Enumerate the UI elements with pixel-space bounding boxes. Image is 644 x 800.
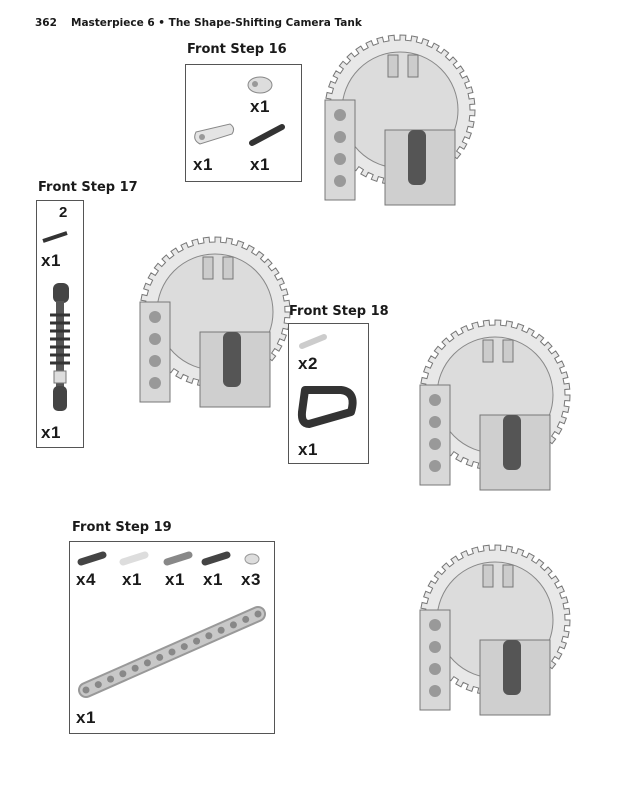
axle-length-label: 2 [59, 204, 68, 221]
part-qty: x4 [76, 570, 96, 589]
part-qty: x1 [298, 440, 318, 459]
part-qty: x2 [298, 354, 318, 373]
step-17-title: Front Step 17 [38, 180, 138, 195]
step-17-assembly-illustration [139, 236, 291, 408]
axle-part-icon [42, 231, 68, 243]
bushing-part-icon [244, 553, 260, 565]
frame-hole [334, 131, 346, 143]
frame-hole [334, 109, 346, 121]
frame-hole [334, 175, 346, 187]
pin-part-icon [119, 551, 149, 566]
page-number: 362 [35, 17, 57, 29]
frame-hole [149, 355, 161, 367]
peg [482, 339, 494, 363]
step-19-parts-box: x4 x1 x1 x1 x3 x1 [69, 541, 275, 734]
beam-hole [119, 670, 127, 678]
beam-hole [193, 637, 201, 645]
part-qty: x1 [122, 570, 142, 589]
part-qty: x1 [41, 423, 61, 442]
dark-lever [503, 415, 521, 470]
peg [502, 339, 514, 363]
peg [407, 54, 419, 78]
frame-hole [429, 460, 441, 472]
part-qty: x1 [165, 570, 185, 589]
frame-hole [429, 619, 441, 631]
frame-hole [149, 333, 161, 345]
long-beam-part-icon [78, 606, 266, 698]
beam-hole [82, 686, 90, 694]
dark-lever [503, 640, 521, 695]
step-18-parts-box: x2 x1 [288, 323, 369, 464]
d-shaped-beam-part-icon [297, 386, 357, 428]
beam-hole [94, 681, 102, 689]
peg [482, 564, 494, 588]
part-qty: x3 [241, 570, 261, 589]
beam-hole [205, 632, 213, 640]
part-qty: x1 [203, 570, 223, 589]
frame-hole [429, 416, 441, 428]
beam-hole [156, 653, 164, 661]
beam-hole [131, 664, 139, 672]
pin-part-icon [299, 334, 327, 349]
beam-hole [254, 610, 262, 618]
pin-part-icon [77, 551, 107, 566]
beam-hole [217, 626, 225, 634]
running-title: Masterpiece 6 • The Shape-Shifting Camer… [71, 17, 362, 29]
step-18-title: Front Step 18 [289, 304, 389, 319]
frame-hole [149, 377, 161, 389]
frame-hole [429, 641, 441, 653]
beam-hole [168, 648, 176, 656]
step-18-assembly-illustration [419, 319, 571, 491]
step-16-parts-box: x1 x1 x1 [185, 64, 302, 182]
part-qty: x1 [250, 155, 270, 174]
pin-part-icon [163, 551, 193, 566]
pin-part-icon [201, 551, 231, 566]
beam-hole [229, 621, 237, 629]
step-16-title: Front Step 16 [187, 42, 287, 57]
part-qty: x1 [250, 97, 270, 116]
peg [202, 256, 214, 280]
frame-hole [429, 438, 441, 450]
peg [222, 256, 234, 280]
dark-lever [223, 332, 241, 387]
part-qty: x1 [76, 708, 96, 727]
beam-hole [180, 643, 188, 651]
frame-hole [429, 663, 441, 675]
step-19-title: Front Step 19 [72, 520, 172, 535]
step-19-assembly-illustration [419, 544, 571, 716]
step-17-parts-box: 2 x1 x1 [36, 200, 84, 448]
frame-hole [149, 311, 161, 323]
axle-pin-part-icon [249, 124, 285, 146]
shock-absorber-part-icon [50, 283, 70, 411]
pin-connector-part-icon [247, 76, 273, 94]
frame-hole [334, 153, 346, 165]
beam-hole [242, 615, 250, 623]
part-qty: x1 [41, 251, 61, 270]
peg [502, 564, 514, 588]
part-qty: x1 [193, 155, 213, 174]
step-16-assembly-illustration [324, 34, 476, 206]
dark-lever [408, 130, 426, 185]
beam-hole [107, 675, 115, 683]
beam-hole [143, 659, 151, 667]
frame-hole [429, 685, 441, 697]
beam-connector-part-icon [194, 123, 235, 145]
peg [387, 54, 399, 78]
frame-hole [429, 394, 441, 406]
